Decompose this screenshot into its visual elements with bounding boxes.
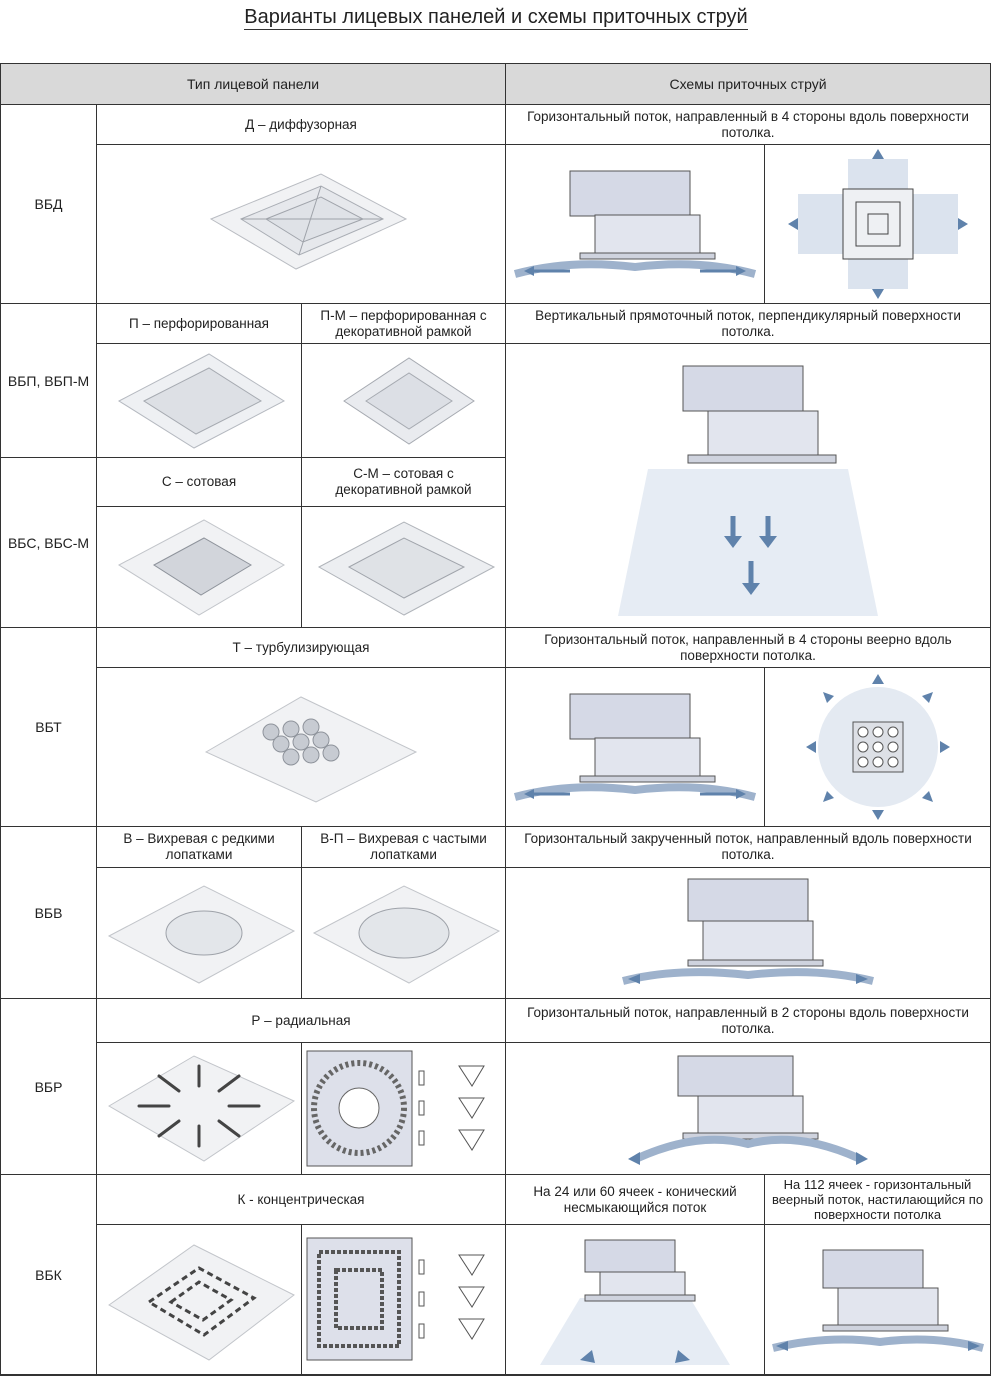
header-flow-schemes: Схемы приточных струй — [506, 64, 990, 105]
panel-label-r: Р – радиальная — [97, 999, 506, 1043]
scheme-text-vbp: Вертикальный прямоточный поток, перпенди… — [506, 304, 990, 344]
flow-side-swirl-vbv — [506, 868, 990, 999]
flow-side-vertical-vbp-vbs — [506, 344, 990, 628]
row-code-vbs: ВБС, ВБС-М — [1, 458, 97, 628]
row-code-vbt: ВБТ — [1, 628, 97, 827]
flow-side-2-way-vbr — [506, 1043, 990, 1175]
scheme-text-vbr: Горизонтальный поток, направленный в 2 с… — [506, 999, 990, 1043]
scheme-text-vbv: Горизонтальный закрученный поток, направ… — [506, 827, 990, 868]
scheme-text-vbt: Горизонтальный поток, направленный в 4 с… — [506, 628, 990, 668]
panel-scheme-radial — [302, 1043, 506, 1175]
panel-image-swirl-dense — [302, 868, 506, 999]
panel-label-p: П – перфорированная — [97, 304, 302, 344]
row-code-vbd: ВБД — [1, 105, 97, 304]
scheme-text-vbk-conical: На 24 или 60 ячеек - конический несмыкаю… — [506, 1175, 765, 1225]
scheme-text-vbk-fan: На 112 ячеек - горизонтальный веерный по… — [765, 1175, 990, 1225]
panel-image-radial — [97, 1043, 302, 1175]
panel-image-diffuser — [97, 145, 506, 304]
panel-label-v: В – Вихревая с редкими лопатками — [97, 827, 302, 868]
row-code-vbr: ВБР — [1, 999, 97, 1175]
page-title: Варианты лицевых панелей и схемы приточн… — [244, 6, 748, 30]
row-code-vbv: ВБВ — [1, 827, 97, 999]
panel-image-perforated-frame — [302, 344, 506, 458]
panel-image-concentric — [97, 1225, 302, 1375]
scheme-text-vbd: Горизонтальный поток, направленный в 4 с… — [506, 105, 990, 145]
panel-label-d: Д – диффузорная — [97, 105, 506, 145]
panel-image-honeycomb-frame — [302, 507, 506, 628]
flow-top-fan-vbt — [765, 668, 990, 827]
panel-label-p-m: П-М – перфорированная с декоративной рам… — [302, 304, 506, 344]
flow-side-horizontal-vbt — [506, 668, 765, 827]
flow-side-horizontal-vbd — [506, 145, 765, 304]
panel-label-k: К - концентрическая — [97, 1175, 506, 1225]
header-panel-type: Тип лицевой панели — [1, 64, 506, 105]
row-code-vbp: ВБП, ВБП-М — [1, 304, 97, 458]
panel-image-swirl-sparse — [97, 868, 302, 999]
flow-top-4-way-vbd — [765, 145, 990, 304]
panel-label-s-m: С-М – сотовая с декоративной рамкой — [302, 458, 506, 507]
panel-label-v-p: В-П – Вихревая с частыми лопатками — [302, 827, 506, 868]
panel-table: Тип лицевой панели Схемы приточных струй… — [0, 63, 991, 1376]
panel-label-t: Т – турбулизирующая — [97, 628, 506, 668]
panel-image-honeycomb — [97, 507, 302, 628]
row-code-vbk: ВБК — [1, 1175, 97, 1375]
flow-side-conical-vbk — [506, 1225, 765, 1375]
panel-image-turbulent — [97, 668, 506, 827]
panel-image-perforated — [97, 344, 302, 458]
panel-scheme-concentric — [302, 1225, 506, 1375]
flow-side-fan-vbk — [765, 1225, 990, 1375]
panel-label-s: С – сотовая — [97, 458, 302, 507]
